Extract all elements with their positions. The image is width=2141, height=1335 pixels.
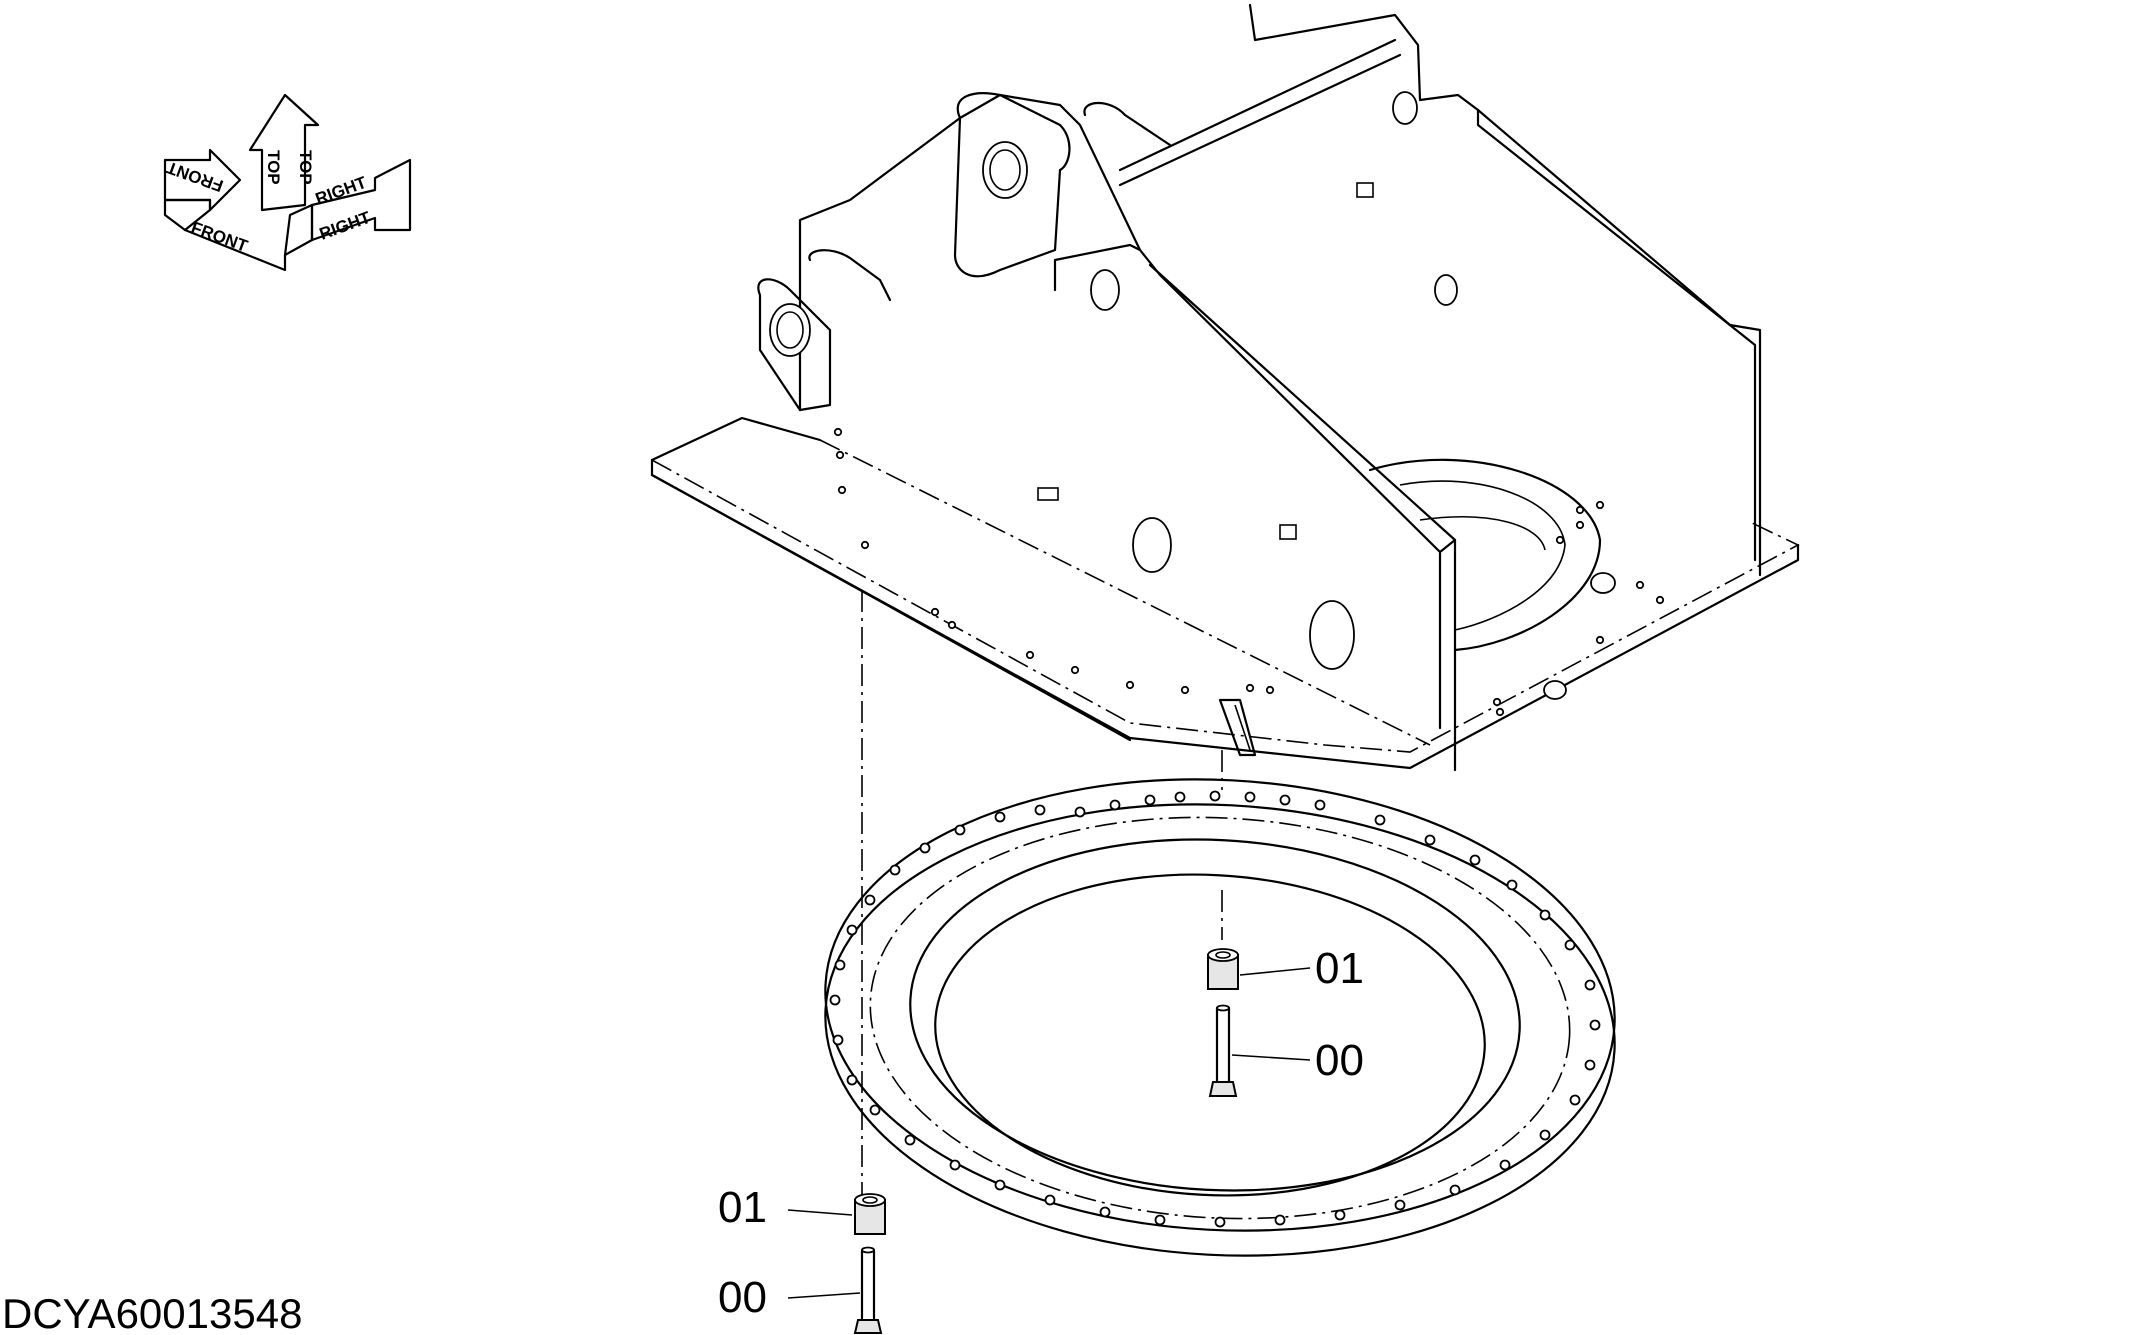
- frame-hole: [1309, 600, 1355, 670]
- top-label-mirrored: TOP: [296, 150, 315, 185]
- bearing-bolt-holes: [829, 790, 1601, 1228]
- orientation-indicator: FRONT FRONT TOP TOP RIGHT RIGHT: [164, 93, 412, 272]
- callout-spacer-lower: 01: [718, 1183, 767, 1232]
- frame-hole: [1434, 274, 1458, 306]
- frame-hole: [1132, 517, 1172, 573]
- swing-bearing: [824, 778, 1616, 1257]
- leader-line: [1231, 1054, 1311, 1061]
- leader-line: [1239, 967, 1311, 976]
- spacer-lower: [854, 1193, 886, 1235]
- front-label: FRONT: [189, 218, 251, 256]
- boom-pin-hole-lower: [769, 303, 811, 357]
- leader-line: [787, 1209, 853, 1216]
- bolt-upper: [1208, 1004, 1238, 1097]
- slot: [1037, 487, 1059, 501]
- frame-hole: [1392, 91, 1418, 125]
- front-label-mirrored: FRONT: [164, 157, 226, 195]
- right-arrow-icon: [310, 158, 412, 242]
- drawing-code: DCYA60013548: [2, 1290, 302, 1335]
- right-label: RIGHT: [317, 208, 374, 244]
- right-label-upper: RIGHT: [313, 173, 370, 209]
- upper-frame: [650, 3, 1800, 790]
- leader-line: [787, 1292, 861, 1299]
- callout-spacer-upper: 01: [1315, 944, 1364, 993]
- bolt-lower: [853, 1246, 883, 1334]
- bracket: [1356, 182, 1374, 198]
- lower-fastener-set: 01 00: [718, 1183, 886, 1334]
- top-label: TOP: [264, 150, 283, 185]
- spacer-upper: [1207, 948, 1239, 990]
- base-plate-holes: [833, 427, 1665, 717]
- callout-bolt-upper: 00: [1315, 1036, 1364, 1085]
- frame-hole: [1090, 269, 1120, 311]
- bracket: [1279, 524, 1297, 540]
- upper-fastener-set: 01 00: [1207, 944, 1364, 1097]
- callout-bolt-lower: 00: [718, 1273, 767, 1322]
- top-arrow-icon: [248, 93, 320, 212]
